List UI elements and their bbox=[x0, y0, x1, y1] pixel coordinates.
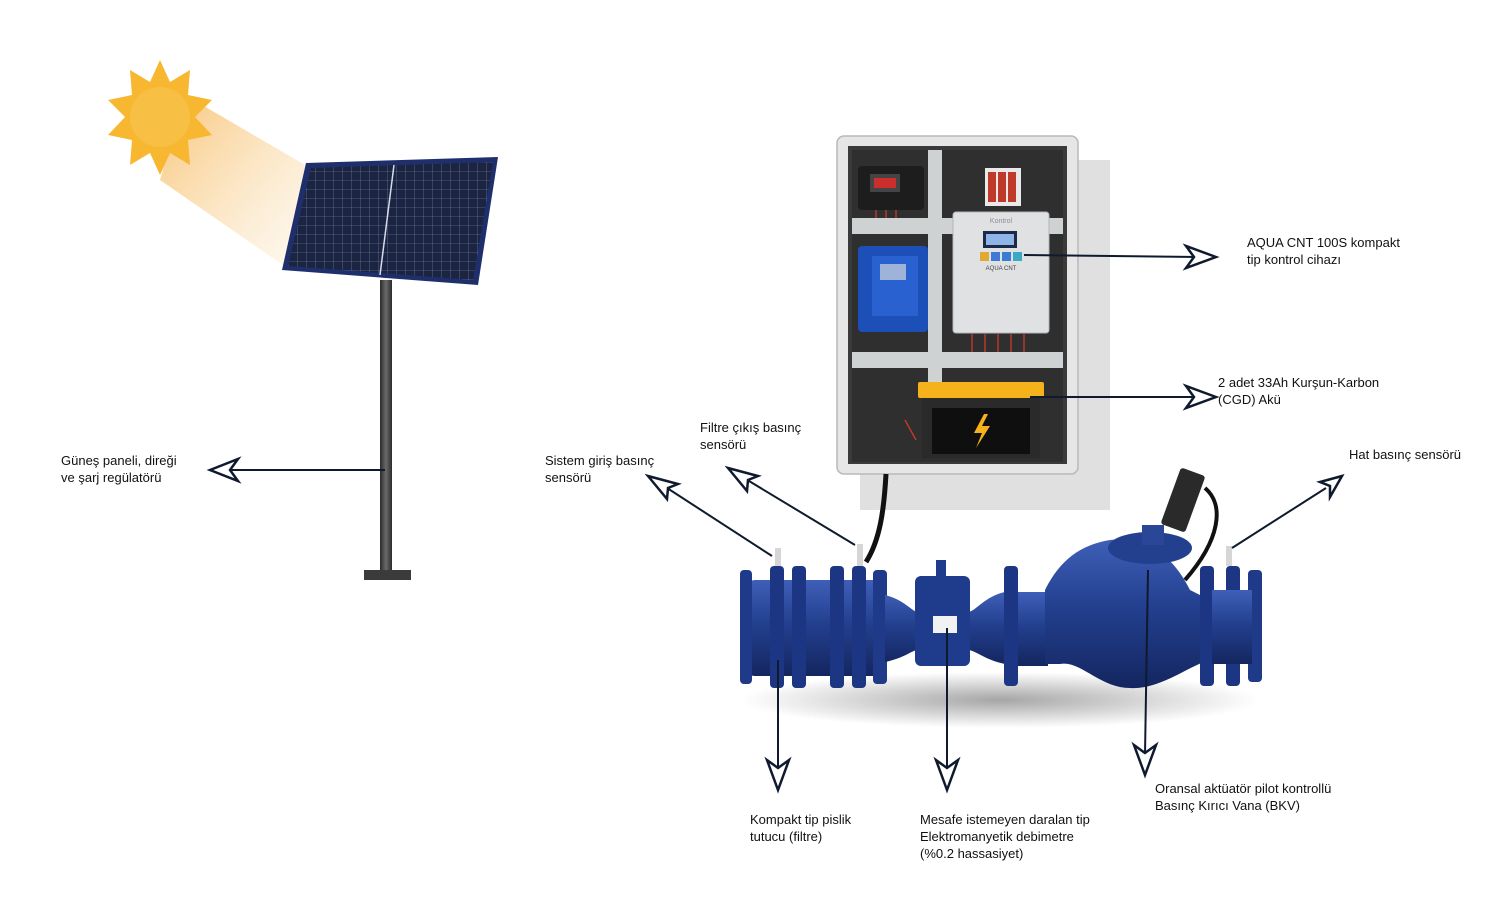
callout-arrows bbox=[206, 243, 1345, 794]
label-battery-line1: 2 adet 33Ah Kurşun-Karbon bbox=[1218, 375, 1380, 390]
blue-controller bbox=[858, 246, 928, 332]
prv-valve bbox=[1045, 525, 1210, 689]
label-system-in-line2: sensörü bbox=[545, 470, 592, 485]
label-flowmeter-line2: Elektromanyetik debimetre bbox=[920, 829, 1074, 844]
cabinet-cable bbox=[863, 473, 889, 564]
label-filter-out: Filtre çıkış basınç sensörü bbox=[700, 419, 801, 453]
label-strainer-line1: Kompakt tip pislik bbox=[750, 812, 852, 827]
arrow-line-pressure bbox=[1231, 474, 1345, 549]
pipeline bbox=[740, 468, 1262, 728]
label-prv-line1: Oransal aktüatör pilot kontrollü bbox=[1155, 781, 1332, 796]
arrow-battery bbox=[1030, 383, 1220, 411]
label-flowmeter: Mesafe istemeyen daralan tip Elektromany… bbox=[920, 811, 1090, 862]
arrow-flowmeter bbox=[933, 628, 961, 794]
label-prv-line2: Basınç Kırıcı Vana (BKV) bbox=[1155, 798, 1300, 813]
aqua-cnt-controller: Kontrol AQUA CNT bbox=[952, 211, 1050, 334]
wiring bbox=[875, 210, 1025, 441]
label-system-in: Sistem giriş basınç sensörü bbox=[545, 452, 654, 486]
label-controller: AQUA CNT 100S kompakt tip kontrol cihazı bbox=[1247, 234, 1400, 268]
label-solar-line1: Güneş paneli, direği bbox=[61, 453, 177, 468]
label-battery-line2: (CGD) Akü bbox=[1218, 392, 1281, 407]
arrow-strainer bbox=[764, 660, 792, 794]
label-controller-line1: AQUA CNT 100S kompakt bbox=[1247, 235, 1400, 250]
strainer-assembly bbox=[740, 566, 887, 688]
label-solar-line2: ve şarj regülatörü bbox=[61, 470, 162, 485]
label-filter-out-line1: Filtre çıkış basınç bbox=[700, 420, 802, 435]
pole-base bbox=[364, 570, 411, 580]
breakers bbox=[985, 168, 1021, 206]
solar-assembly bbox=[108, 60, 498, 580]
label-filter-out-line2: sensörü bbox=[700, 437, 747, 452]
label-battery: 2 adet 33Ah Kurşun-Karbon (CGD) Akü bbox=[1218, 374, 1379, 408]
solar-panel bbox=[282, 157, 498, 285]
battery bbox=[918, 382, 1044, 458]
device-brand-bottom: AQUA CNT bbox=[986, 266, 1017, 272]
label-line-pressure-line1: Hat basınç sensörü bbox=[1349, 447, 1462, 462]
sun-beam bbox=[160, 95, 305, 270]
arrow-solar bbox=[206, 456, 385, 484]
arrow-prv bbox=[1131, 569, 1159, 779]
label-controller-line2: tip kontrol cihazı bbox=[1247, 252, 1341, 267]
arrow-filter-out bbox=[724, 465, 856, 546]
pressure-sensors bbox=[775, 544, 1232, 566]
arrow-system-in bbox=[644, 473, 773, 557]
charge-regulator bbox=[858, 166, 924, 210]
label-system-in-line1: Sistem giriş basınç bbox=[545, 453, 655, 468]
label-line-pressure: Hat basınç sensörü bbox=[1349, 446, 1461, 463]
label-flowmeter-line3: (%0.2 hassasiyet) bbox=[920, 846, 1024, 861]
device-brand-top: Kontrol bbox=[990, 218, 1013, 225]
control-cabinet: Kontrol AQUA CNT bbox=[836, 135, 1110, 510]
label-solar: Güneş paneli, direği ve şarj regülatörü bbox=[61, 452, 177, 486]
lightning-icon bbox=[974, 414, 990, 448]
label-prv: Oransal aktüatör pilot kontrollü Basınç … bbox=[1155, 780, 1331, 814]
label-strainer-line2: tutucu (filtre) bbox=[750, 829, 823, 844]
arrow-controller bbox=[1023, 243, 1220, 271]
actuator bbox=[1161, 468, 1219, 582]
label-strainer: Kompakt tip pislik tutucu (filtre) bbox=[750, 811, 851, 845]
sun-icon bbox=[108, 60, 212, 175]
label-flowmeter-line1: Mesafe istemeyen daralan tip bbox=[920, 812, 1090, 827]
solar-pole bbox=[380, 280, 392, 572]
